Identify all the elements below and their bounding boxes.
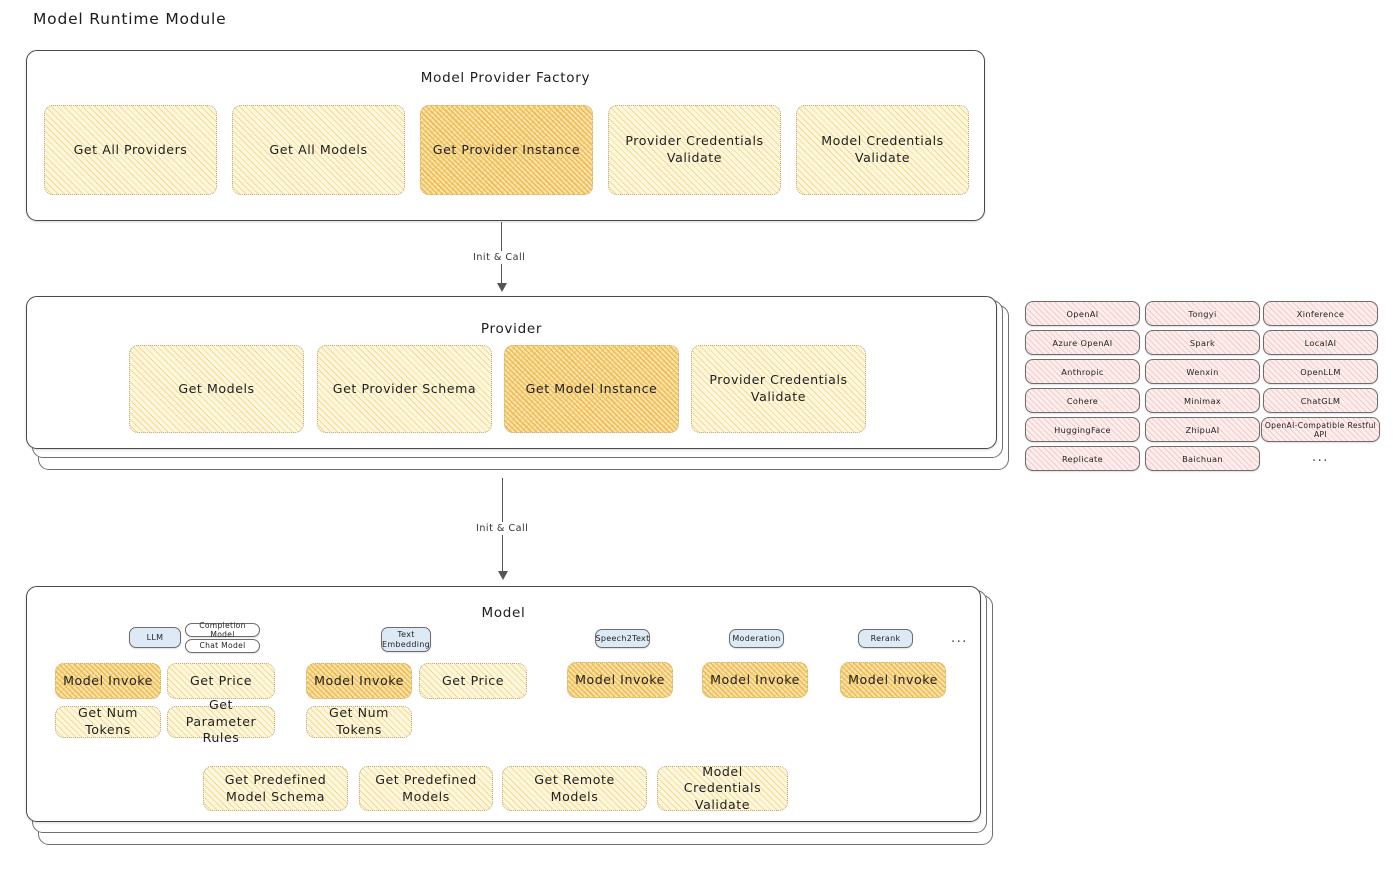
provider-chip-openllm[interactable]: OpenLLM xyxy=(1263,359,1378,384)
node-get-model-instance[interactable]: Get Model Instance xyxy=(504,345,679,433)
provider-chip-cohere[interactable]: Cohere xyxy=(1025,388,1140,413)
provider-list-ellipsis: ... xyxy=(1312,450,1329,465)
node-get-predefined-model-schema[interactable]: Get Predefined Model Schema xyxy=(203,766,348,811)
node-get-remote-models[interactable]: Get Remote Models xyxy=(502,766,647,811)
node-llm-get-num-tokens[interactable]: Get Num Tokens xyxy=(55,705,161,738)
model-types-ellipsis: ... xyxy=(951,631,968,646)
node-text-embedding-model-invoke[interactable]: Model Invoke xyxy=(306,663,412,699)
provider-chip-replicate[interactable]: Replicate xyxy=(1025,446,1140,471)
node-model-credentials-validate-2[interactable]: Model Credentials Validate xyxy=(657,764,788,812)
node-speech2text-model-invoke[interactable]: Model Invoke xyxy=(567,662,673,698)
node-get-all-providers[interactable]: Get All Providers xyxy=(44,105,217,195)
provider-chip-localai[interactable]: LocalAI xyxy=(1263,330,1378,355)
provider-chip-wenxin[interactable]: Wenxin xyxy=(1145,359,1260,384)
node-rerank-model-invoke[interactable]: Model Invoke xyxy=(840,662,946,698)
model-provider-factory-title: Model Provider Factory xyxy=(420,70,591,86)
node-text-embedding-get-num-tokens[interactable]: Get Num Tokens xyxy=(306,705,412,738)
node-llm-get-price[interactable]: Get Price xyxy=(167,663,275,699)
provider-chip-baichuan[interactable]: Baichuan xyxy=(1145,446,1260,471)
page-title: Model Runtime Module xyxy=(33,10,227,28)
node-get-models[interactable]: Get Models xyxy=(129,345,304,433)
arrow-provider-to-model-head xyxy=(497,571,508,580)
provider-chip-minimax[interactable]: Minimax xyxy=(1145,388,1260,413)
arrow-factory-to-provider-head xyxy=(496,283,507,292)
model-type-badge-rerank[interactable]: Rerank xyxy=(858,629,913,648)
node-get-all-models[interactable]: Get All Models xyxy=(232,105,405,195)
node-moderation-model-invoke[interactable]: Model Invoke xyxy=(702,662,808,698)
provider-title: Provider xyxy=(480,321,543,337)
provider-chip-chatglm[interactable]: ChatGLM xyxy=(1263,388,1378,413)
node-llm-model-invoke[interactable]: Model Invoke xyxy=(55,663,161,699)
node-get-predefined-models[interactable]: Get Predefined Models xyxy=(359,766,493,811)
provider-chip-openai[interactable]: OpenAI xyxy=(1025,301,1140,326)
arrow-label-init-and-call-1: Init & Call xyxy=(469,251,530,264)
provider-chip-huggingface[interactable]: HuggingFace xyxy=(1025,417,1140,442)
model-sub-badge-chat-model[interactable]: Chat Model xyxy=(185,639,260,653)
node-provider-credentials-validate-2[interactable]: Provider Credentials Validate xyxy=(691,345,866,433)
provider-chip-azure-openai[interactable]: Azure OpenAI xyxy=(1025,330,1140,355)
model-type-badge-llm[interactable]: LLM xyxy=(129,627,181,648)
model-type-badge-text-embedding[interactable]: Text Embedding xyxy=(381,627,431,652)
model-sub-badge-completion-model[interactable]: Completion Model xyxy=(185,621,260,639)
node-model-credentials-validate[interactable]: Model Credentials Validate xyxy=(796,105,969,195)
provider-chip-anthropic[interactable]: Anthropic xyxy=(1025,359,1140,384)
model-type-badge-speech2text[interactable]: Speech2Text xyxy=(595,629,650,648)
provider-chip-xinference[interactable]: Xinference xyxy=(1263,301,1378,326)
provider-chip-spark[interactable]: Spark xyxy=(1145,330,1260,355)
provider-chip-zhipuai[interactable]: ZhipuAI xyxy=(1145,417,1260,442)
node-llm-get-parameter-rules[interactable]: Get Parameter Rules xyxy=(167,697,275,745)
node-get-provider-instance[interactable]: Get Provider Instance xyxy=(420,105,593,195)
node-text-embedding-get-price[interactable]: Get Price xyxy=(419,663,527,699)
model-title: Model xyxy=(481,605,526,621)
provider-chip-tongyi[interactable]: Tongyi xyxy=(1145,301,1260,326)
model-type-badge-moderation[interactable]: Moderation xyxy=(729,629,784,648)
node-get-provider-schema[interactable]: Get Provider Schema xyxy=(317,345,492,433)
provider-chip-openai-compatible-restful-api[interactable]: OpenAI-Compatible Restful API xyxy=(1261,417,1380,442)
arrow-label-init-and-call-2: Init & Call xyxy=(472,522,533,535)
node-provider-credentials-validate[interactable]: Provider Credentials Validate xyxy=(608,105,781,195)
